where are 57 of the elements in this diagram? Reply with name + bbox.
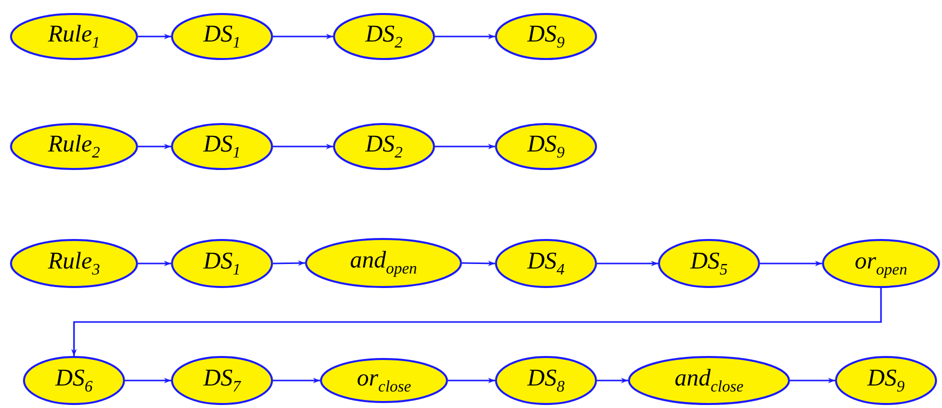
- ellipse-node: [320, 358, 448, 403]
- ellipse-node: [171, 239, 273, 288]
- node-label: DS$_{8}$: [526, 366, 566, 395]
- arrow: [273, 34, 333, 40]
- node-label: DS$_{1}$: [202, 249, 242, 278]
- ellipse-node: [305, 238, 462, 288]
- ellipse-node: [171, 13, 273, 60]
- arrow: [597, 378, 628, 384]
- arrow: [597, 260, 658, 266]
- ellipse-node: [10, 123, 138, 170]
- ellipse-node: [171, 356, 273, 405]
- arrow: [448, 378, 495, 384]
- node-label: Rule$_{1}$: [46, 22, 101, 51]
- arrow: [435, 144, 495, 150]
- arrow: [462, 260, 496, 266]
- arrow: [760, 260, 822, 266]
- ellipse-node: [333, 123, 435, 170]
- ellipse-node: [495, 239, 597, 288]
- ellipse-node: [23, 356, 125, 405]
- arrow: [435, 34, 495, 40]
- ellipse-node: [495, 13, 597, 60]
- ellipse-node: [10, 239, 138, 288]
- node-label: DS$_{9}$: [526, 132, 566, 161]
- node-label: or$_{close}$: [356, 366, 412, 395]
- arrow: [138, 34, 171, 40]
- arrow: [138, 260, 171, 266]
- ellipse-node: [10, 13, 138, 60]
- node-label: DS$_{7}$: [202, 366, 242, 395]
- node-label: DS$_{5}$: [689, 249, 729, 278]
- node-label: DS$_{2}$: [364, 132, 404, 161]
- node-label: DS$_{6}$: [54, 366, 94, 395]
- ellipse-node: [171, 123, 273, 170]
- ellipse-node: [658, 239, 760, 288]
- arrow: [790, 378, 835, 384]
- node-label: DS$_{2}$: [364, 22, 404, 51]
- ellipse-node: [835, 356, 937, 405]
- arrow: [273, 144, 333, 150]
- arrow: [138, 144, 171, 150]
- node-label: and$_{close}$: [674, 366, 744, 395]
- ellipse-node: [822, 239, 940, 288]
- node-label: DS$_{9}$: [866, 366, 906, 395]
- node-label: DS$_{9}$: [526, 22, 566, 51]
- node-label: DS$_{1}$: [202, 132, 242, 161]
- ellipse-node: [495, 356, 597, 405]
- ellipse-node: [333, 13, 435, 60]
- arrow: [272, 260, 306, 266]
- ellipse-node: [495, 123, 597, 170]
- arrow: [125, 378, 171, 384]
- node-label: Rule$_{2}$: [46, 132, 101, 161]
- node-label: Rule$_{3}$: [46, 249, 101, 278]
- node-label: DS$_{1}$: [202, 22, 242, 51]
- ellipse-node: [628, 356, 790, 405]
- arrow: [71, 288, 882, 356]
- arrow: [273, 378, 320, 384]
- node-label: or$_{open}$: [854, 249, 908, 278]
- node-label: and$_{open}$: [348, 248, 418, 278]
- node-label: DS$_{4}$: [526, 249, 566, 278]
